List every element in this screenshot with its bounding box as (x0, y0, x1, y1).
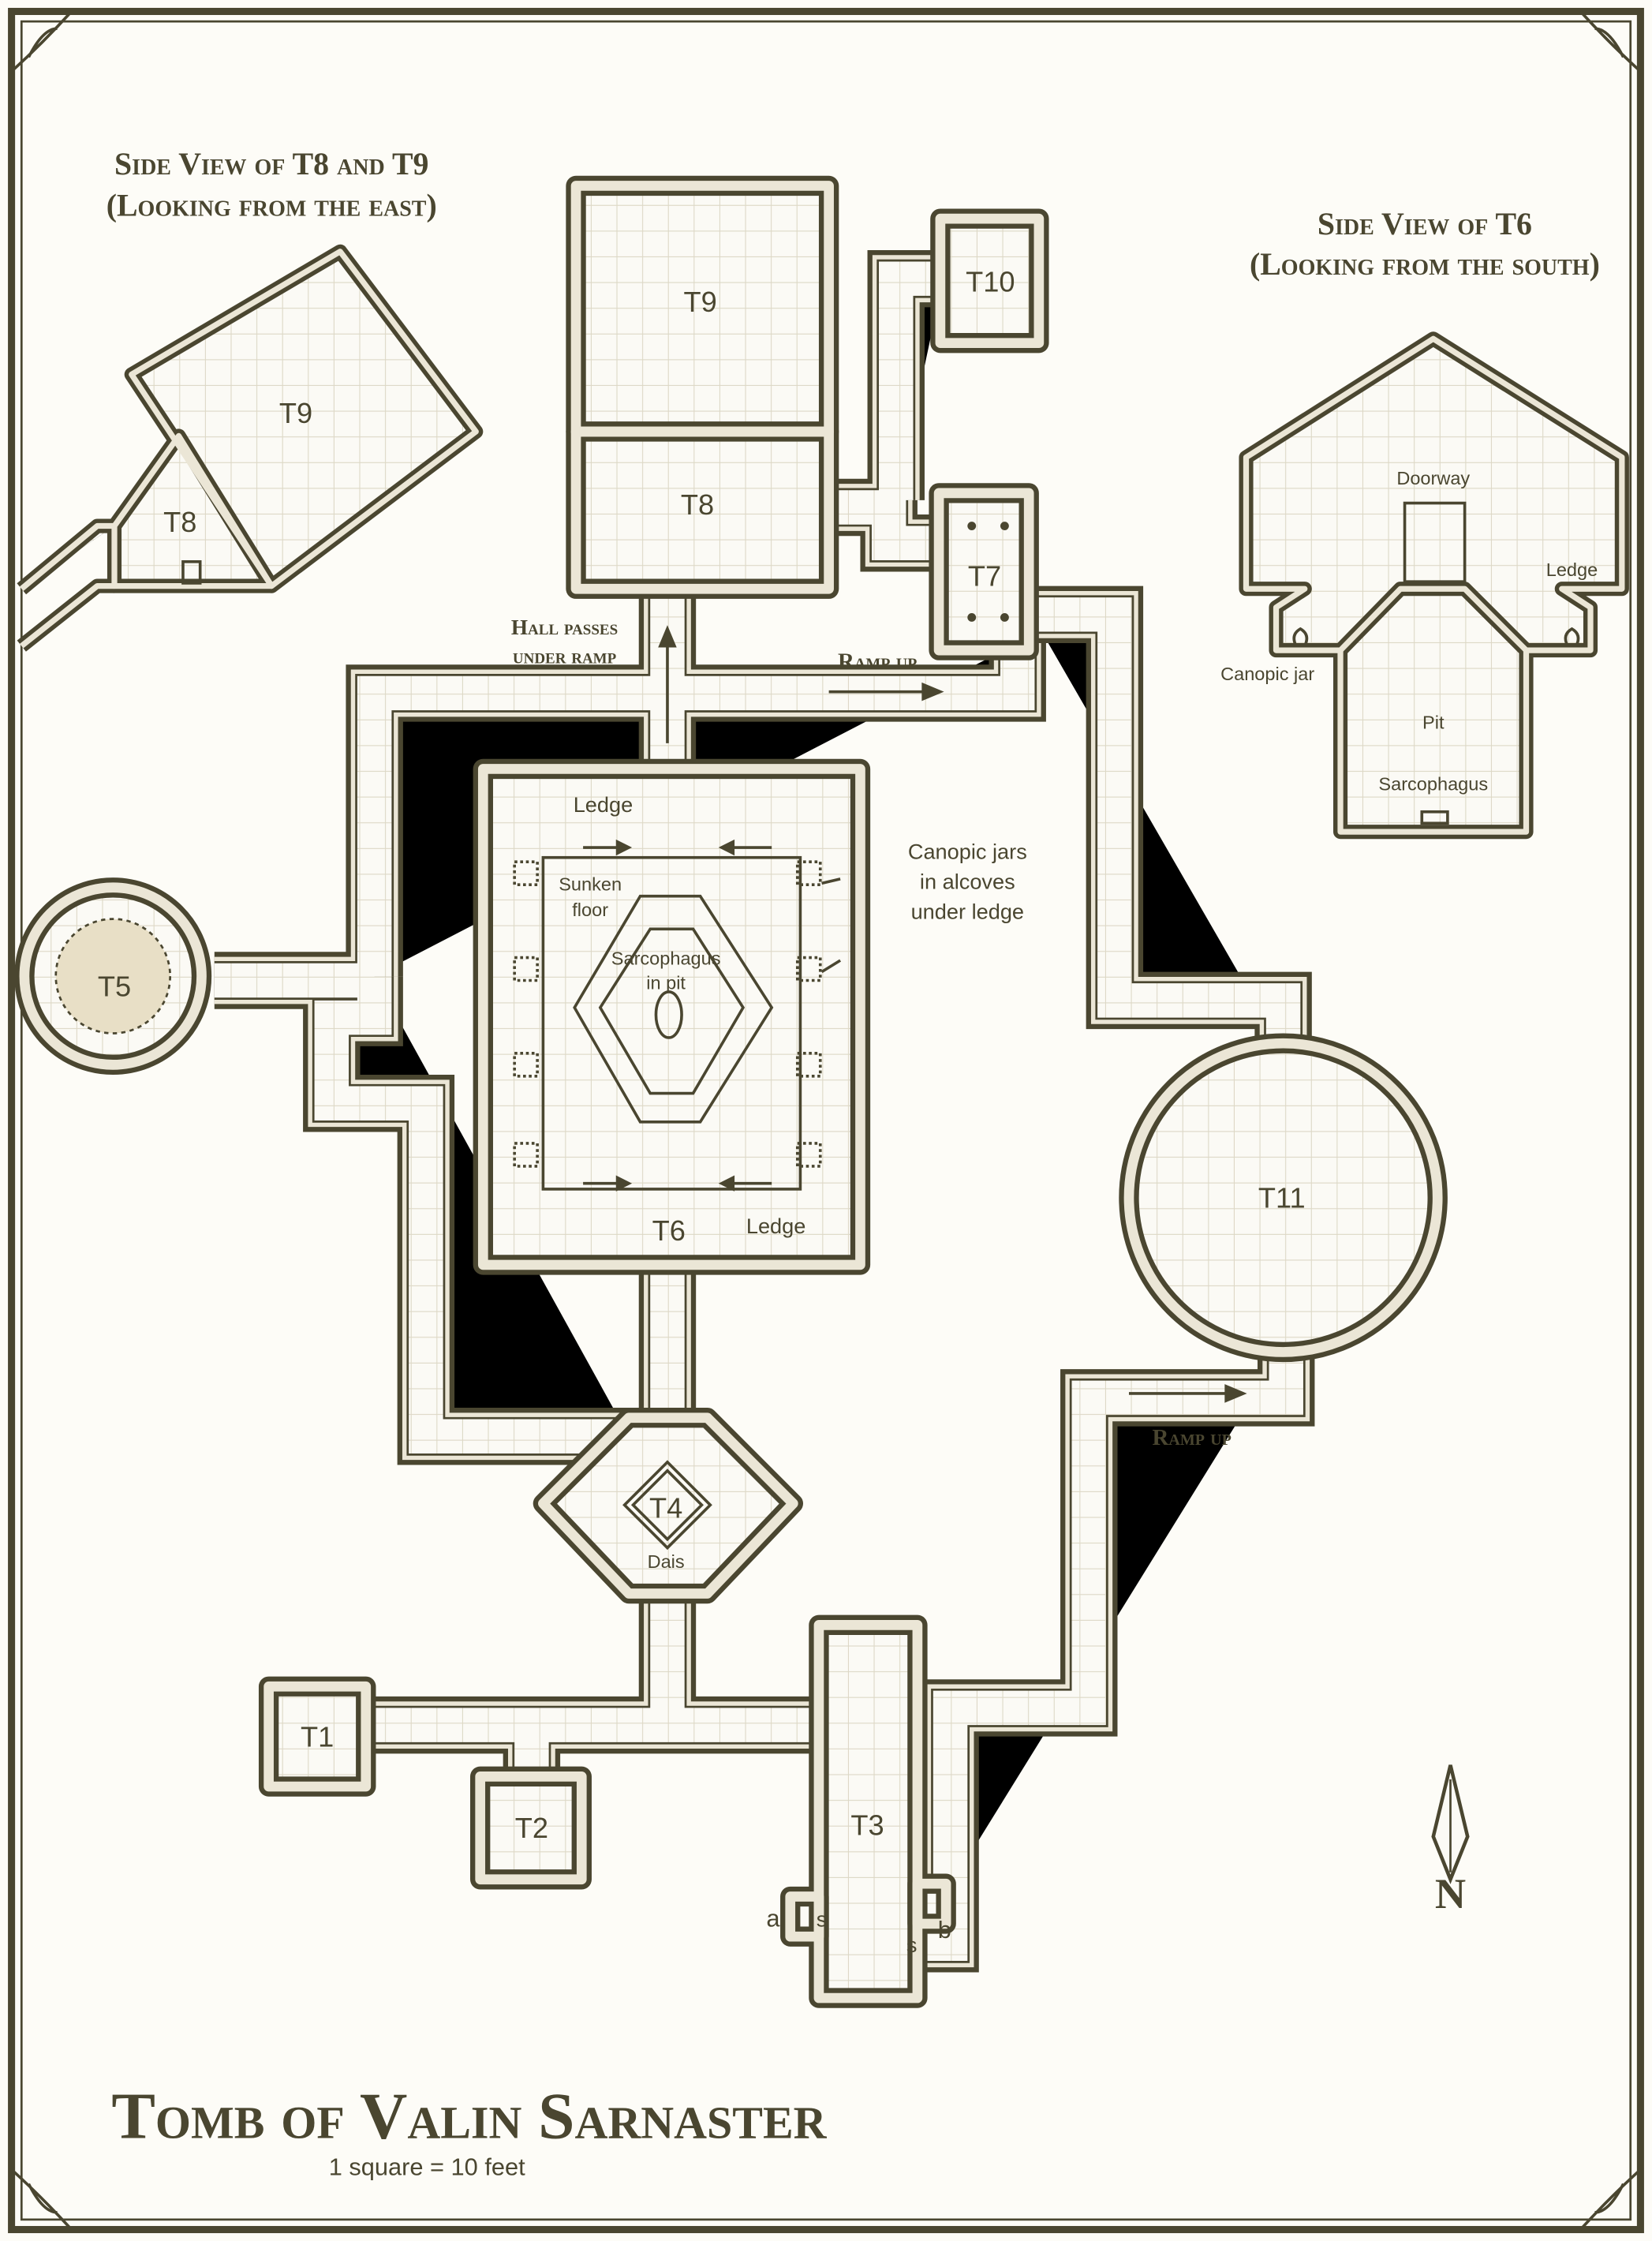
ledge-side-label: Ledge (1546, 559, 1598, 580)
canopic-jar-icon (1292, 627, 1580, 648)
side-view-t8-t9-title: Side View of T8 and T9 (114, 146, 428, 181)
ramp-arrow-icon (658, 625, 1247, 1403)
hall-passes-label: Hall passes (511, 615, 618, 639)
sarcophagus-side-label: Sarcophagus (1378, 774, 1488, 795)
t7-pillars (967, 522, 1009, 622)
sunken-floor-label-2: floor (572, 900, 608, 920)
sunken-floor-outline (541, 855, 802, 1191)
ledge-south-label: Ledge (746, 1214, 806, 1238)
canopic-jars-label: Canopic jars (908, 840, 1027, 864)
room-label-t6: T6 (652, 1214, 686, 1247)
secret-door-s2-label: s (906, 1932, 918, 1957)
dais (622, 1460, 712, 1551)
under-ramp-label: under ramp (513, 644, 617, 668)
dais-label: Dais (648, 1551, 685, 1572)
room-label-t11: T11 (1258, 1181, 1306, 1214)
secret-door-s1-label: s (817, 1907, 828, 1932)
room-label-t1: T1 (301, 1720, 334, 1753)
side-view-t6 (1246, 339, 1622, 832)
side-room-label-t8: T8 (163, 506, 196, 538)
pit-label: Pit (1422, 713, 1445, 733)
room-label-t7: T7 (968, 560, 1001, 593)
canopic-alcove-icon (513, 860, 822, 1168)
canopic-jars-label-2: in alcoves (920, 870, 1015, 894)
room-label-t2: T2 (515, 1812, 548, 1844)
corner-ornament-icon (10, 10, 1642, 2231)
sarcophagus-label: Sarcophagus (611, 948, 721, 969)
side-view-t8-t9 (21, 252, 476, 646)
arrow-icon (583, 839, 842, 1192)
room-label-t5: T5 (98, 970, 131, 1002)
secret-door-a-label: a (766, 1905, 780, 1932)
sarcophagus-icon (1420, 810, 1449, 825)
room-label-t10: T10 (966, 265, 1015, 297)
room-label-t4: T4 (649, 1492, 682, 1525)
map-title: Tomb of Valin Sarnaster (111, 2081, 827, 2153)
map-scale: 1 square = 10 feet (329, 2153, 525, 2181)
compass-rose: N (1431, 1764, 1470, 1917)
canopic-jars-label-3: under ledge (911, 900, 1024, 924)
side-view-t6-title: Side View of T6 (1317, 206, 1532, 241)
sarcophagus-icon (654, 990, 683, 1039)
canopic-jar-label: Canopic jar (1220, 664, 1314, 684)
rooms (24, 185, 1437, 1998)
t5-rubble-floor (54, 918, 172, 1034)
side-view-t6-subtitle: (Looking from the south) (1250, 246, 1600, 282)
sarcophagus-label-2: in pit (646, 972, 686, 993)
ramp-up-north-label: Ramp up (838, 649, 917, 675)
ramp-up-east-label: Ramp up (1152, 1425, 1231, 1450)
doorway-label: Doorway (1396, 468, 1470, 488)
t6-details (513, 839, 842, 1192)
ledge-north-label: Ledge (574, 792, 634, 817)
room-label-t8: T8 (681, 488, 714, 521)
room-label-t9: T9 (683, 286, 716, 318)
doorway-rect (1403, 501, 1467, 583)
side-view-t8-t9-subtitle: (Looking from the east) (107, 187, 437, 223)
sarcophagus-pit (573, 894, 774, 1124)
room-label-t3: T3 (850, 1809, 884, 1842)
sunken-floor-label: Sunken (559, 874, 622, 894)
secret-door-b-label: b (938, 1916, 951, 1944)
page-border (8, 7, 1644, 2234)
side-room-label-t9: T9 (279, 397, 312, 429)
compass-north-label: N (1435, 1870, 1466, 1917)
